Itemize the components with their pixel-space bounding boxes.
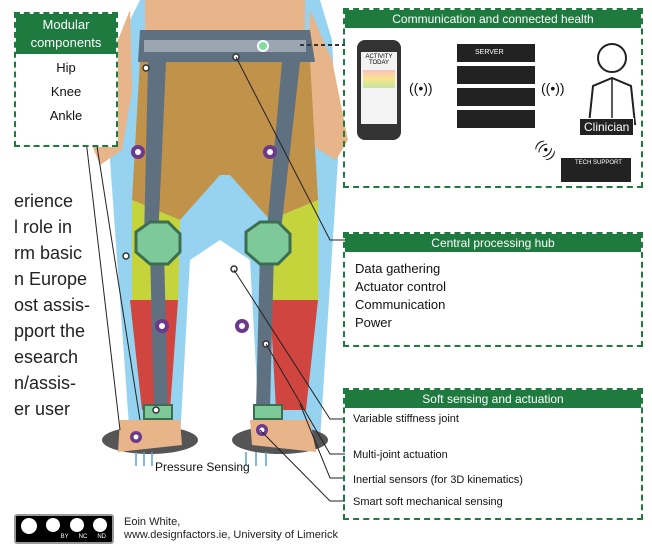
cc-badge-label: ND	[97, 534, 106, 541]
communication-box: Communication and connected health ACTIV…	[343, 8, 643, 188]
hub-item: Power	[355, 314, 631, 332]
cc-badge-label: BY	[61, 534, 69, 541]
central-hub-title: Central processing hub	[345, 234, 641, 252]
soft-sensing-item: Variable stiffness joint	[353, 413, 459, 425]
soft-sensing-item: Smart soft mechanical sensing	[353, 496, 503, 508]
clinician-icon	[585, 38, 639, 128]
by-icon	[46, 518, 60, 532]
wireless-icon: ((•))	[541, 80, 565, 96]
nc-icon	[70, 518, 84, 532]
clinician-label: Clinician	[579, 118, 634, 136]
hub-item: Actuator control	[355, 278, 631, 296]
phone-screen-label: TODAY	[361, 60, 397, 66]
modular-item: Knee	[16, 84, 116, 99]
server-icon: SERVER	[457, 44, 535, 128]
cc-license-badge: BY NC ND	[14, 514, 114, 544]
credit-line: www.designfactors.ie, University of Lime…	[124, 529, 338, 542]
central-hub-box: Central processing hub Data gathering Ac…	[343, 232, 643, 347]
pressure-sensing-label: Pressure Sensing	[155, 460, 250, 474]
cc-badge-label: NC	[79, 534, 88, 541]
phone-icon: ACTIVITY TODAY	[357, 40, 401, 140]
soft-sensing-title: Soft sensing and actuation	[345, 390, 641, 408]
hub-item: Communication	[355, 296, 631, 314]
soft-sensing-item: Multi-joint actuation	[353, 449, 448, 461]
credit-line: Eoin White,	[124, 516, 338, 529]
wireless-icon: ((•))	[533, 136, 559, 162]
wireless-icon: ((•))	[409, 80, 433, 96]
cc-icon	[21, 518, 37, 534]
soft-sensing-box: Soft sensing and actuation Variable stif…	[343, 388, 643, 520]
phone-screen: ACTIVITY TODAY	[361, 52, 397, 124]
hub-item: Data gathering	[355, 260, 631, 278]
tech-support-icon: TECH SUPPORT	[561, 158, 631, 182]
tech-support-label: TECH SUPPORT	[561, 158, 631, 168]
nd-icon	[93, 518, 107, 532]
modular-item: Ankle	[16, 108, 116, 123]
soft-sensing-item: Inertial sensors (for 3D kinematics)	[353, 474, 523, 486]
modular-item: Hip	[16, 60, 116, 75]
modular-components-title: Modular components	[16, 14, 116, 54]
credit-text: Eoin White, www.designfactors.ie, Univer…	[124, 516, 338, 542]
communication-title: Communication and connected health	[345, 10, 641, 28]
modular-components-box: Modular components Hip Knee Ankle	[14, 12, 118, 147]
server-label: SERVER	[457, 44, 535, 62]
